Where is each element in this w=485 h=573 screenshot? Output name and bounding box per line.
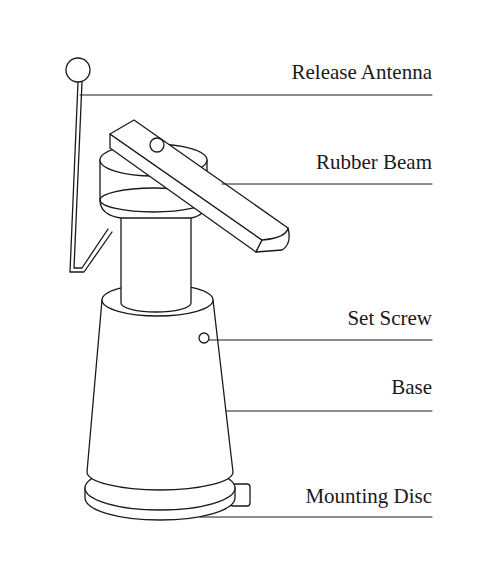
column xyxy=(121,212,191,312)
leader-line xyxy=(80,95,432,96)
leader-line xyxy=(200,517,432,518)
beam-hole xyxy=(150,138,164,152)
part-label: Mounting Disc xyxy=(305,484,432,509)
base xyxy=(87,300,233,490)
part-label: Release Antenna xyxy=(291,60,432,85)
part-label: Base xyxy=(391,375,432,400)
part-label: Set Screw xyxy=(347,306,432,331)
leader-line xyxy=(209,340,432,341)
leader-lines xyxy=(80,95,432,517)
leader-line xyxy=(226,411,432,412)
leader-line xyxy=(222,184,432,185)
set-screw xyxy=(199,333,209,343)
antenna-ball xyxy=(66,58,90,82)
part-label: Rubber Beam xyxy=(316,150,432,175)
rubber-beam xyxy=(110,120,288,240)
